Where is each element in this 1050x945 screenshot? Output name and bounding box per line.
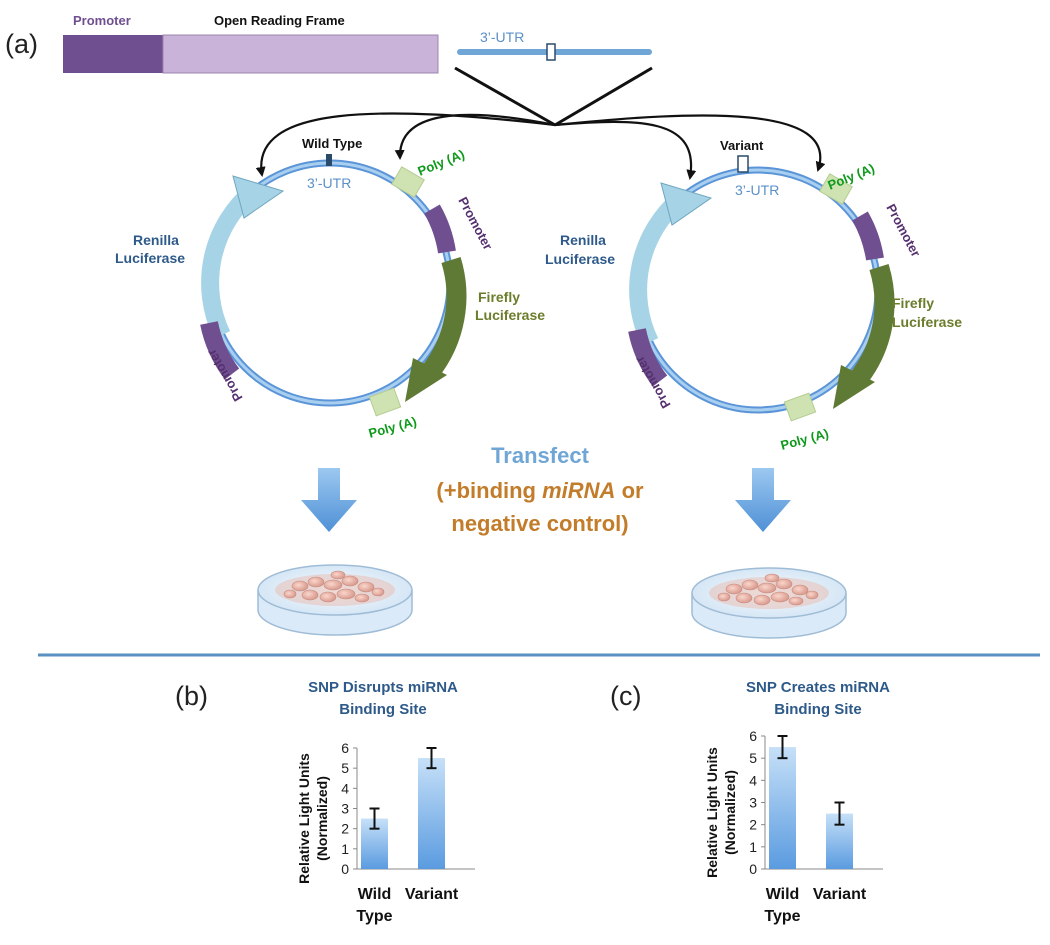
variant-polya-top — [819, 173, 853, 205]
chart-c-title-2: Binding Site — [774, 701, 862, 718]
wild-firefly-head — [405, 358, 447, 402]
wild-title: Wild Type — [302, 136, 362, 151]
v-line-right — [554, 66, 653, 127]
chart-c-ytick-label: 2 — [749, 817, 757, 833]
variant-renilla-arc — [629, 191, 687, 346]
arrow-to-variant-left — [554, 120, 697, 180]
gene-utr-label: 3’-UTR — [480, 29, 524, 45]
panel-b-letter: (b) — [175, 681, 208, 711]
chart-b-ytick-label: 5 — [341, 760, 349, 776]
chart-c-y-axis-label: (Normalized) — [722, 770, 738, 855]
wild-firefly-label-1: Firefly — [478, 289, 520, 305]
variant-promoter-right — [852, 211, 884, 261]
v-line-left — [454, 66, 556, 127]
wild-snp-site — [326, 154, 332, 166]
chart-b-category-label: Wild — [358, 886, 392, 903]
gene-orf-box — [162, 34, 439, 74]
wild-utr-label: 3’-UTR — [307, 175, 351, 191]
chart-b-title-2: Binding Site — [339, 701, 427, 718]
gene-promoter-label: Promoter — [73, 13, 131, 28]
gene-orf-label: Open Reading Frame — [214, 13, 345, 28]
variant-firefly-label-1: Firefly — [892, 295, 934, 311]
chart-b-y-axis-label: Relative Light Units — [296, 753, 312, 884]
wild-firefly-arc — [422, 257, 467, 379]
wild-renilla-label-2: Luciferase — [115, 250, 185, 266]
wild-renilla-label-1: Renilla — [133, 232, 179, 248]
variant-firefly-head — [833, 365, 875, 409]
variant-polya-bottom — [783, 392, 817, 422]
chart-c-ytick-label: 3 — [749, 795, 757, 811]
chart-c-title-1: SNP Creates miRNA — [746, 679, 890, 696]
chart-c-ytick-label: 1 — [749, 839, 757, 855]
chart-b-category-label: Variant — [405, 886, 459, 903]
variant-firefly-arc — [850, 264, 895, 386]
chart-b-bar — [418, 758, 445, 869]
arrow-to-wild-right — [394, 113, 556, 160]
variant-renilla-label-1: Renilla — [560, 232, 606, 248]
chart-b-ytick-label: 4 — [341, 780, 349, 796]
insertion-arrows — [255, 112, 826, 180]
gene-construct: Promoter Open Reading Frame 3’-UTR — [63, 13, 652, 74]
wild-promoter-left — [200, 320, 240, 380]
wild-promoter-right — [424, 204, 456, 254]
chart-c-category-label: Type — [764, 908, 800, 925]
arrow-to-wild-left — [255, 112, 556, 177]
chart-b-ytick-label: 3 — [341, 801, 349, 817]
variant-plasmid: Variant 3’-UTR Renilla Luciferase Firefl… — [545, 138, 962, 453]
wild-firefly-label-2: Luciferase — [475, 307, 545, 323]
transfect-sub-mirna: miRNA — [542, 478, 615, 503]
chart-b-y-axis-label: (Normalized) — [314, 776, 330, 861]
wild-polya-top — [391, 166, 425, 198]
panel-c-letter: (c) — [610, 681, 641, 711]
transfect-label: Transfect — [491, 443, 589, 468]
wild-type-plasmid: Wild Type 3’-UTR Renilla Luciferase Fire… — [115, 136, 545, 441]
wild-polya-bottom-label: Poly (A) — [367, 414, 418, 441]
transfect-sub-part-a: (+binding — [436, 478, 542, 503]
gene-promoter-box — [63, 35, 163, 73]
arrow-to-variant-right — [554, 114, 826, 172]
chart-c-category-label: Wild — [766, 886, 800, 903]
variant-polya-bottom-label: Poly (A) — [779, 426, 830, 453]
chart-b-ytick-label: 2 — [341, 821, 349, 837]
variant-promoter-left — [628, 327, 668, 387]
variant-snp-site — [737, 155, 749, 173]
chart-b-title-1: SNP Disrupts miRNA — [308, 679, 458, 696]
wild-renilla-arc — [201, 184, 259, 339]
chart-c-ytick-label: 4 — [749, 772, 757, 788]
chart-c-bar — [769, 747, 796, 869]
variant-title: Variant — [720, 138, 764, 153]
variant-renilla-label-2: Luciferase — [545, 251, 615, 267]
variant-renilla-head — [660, 182, 713, 226]
wild-polya-bottom — [368, 387, 402, 417]
transfect-subtitle-2: negative control) — [451, 511, 628, 536]
down-arrow-left — [301, 468, 357, 532]
chart-c-category-label: Variant — [813, 886, 867, 903]
wild-promoter-right-label: Promoter — [455, 194, 495, 252]
wild-renilla-head — [232, 175, 285, 219]
variant-utr-label: 3’-UTR — [735, 182, 779, 198]
transfect-subtitle-1: (+binding miRNA or — [436, 478, 644, 503]
wild-polya-top-label: Poly (A) — [416, 146, 467, 178]
chart-b-ytick-label: 0 — [341, 861, 349, 877]
chart-c-y-axis-label: Relative Light Units — [704, 747, 720, 878]
petri-dish-right — [691, 567, 847, 639]
variant-promoter-right-label: Promoter — [883, 201, 923, 259]
petri-dish-left — [257, 564, 413, 636]
chart-b-ytick-label: 6 — [341, 740, 349, 756]
chart-c-ytick-label: 5 — [749, 750, 757, 766]
down-arrow-right — [735, 468, 791, 532]
panel-a-letter: (a) — [5, 29, 38, 59]
chart-c-ytick-label: 6 — [749, 728, 757, 744]
variant-firefly-label-2: Luciferase — [892, 314, 962, 330]
chart-c-ytick-label: 0 — [749, 861, 757, 877]
transfect-sub-part-c: or — [615, 478, 644, 503]
chart-b-ytick-label: 1 — [341, 841, 349, 857]
gene-snp-site — [546, 43, 556, 61]
chart-b-category-label: Type — [356, 908, 392, 925]
